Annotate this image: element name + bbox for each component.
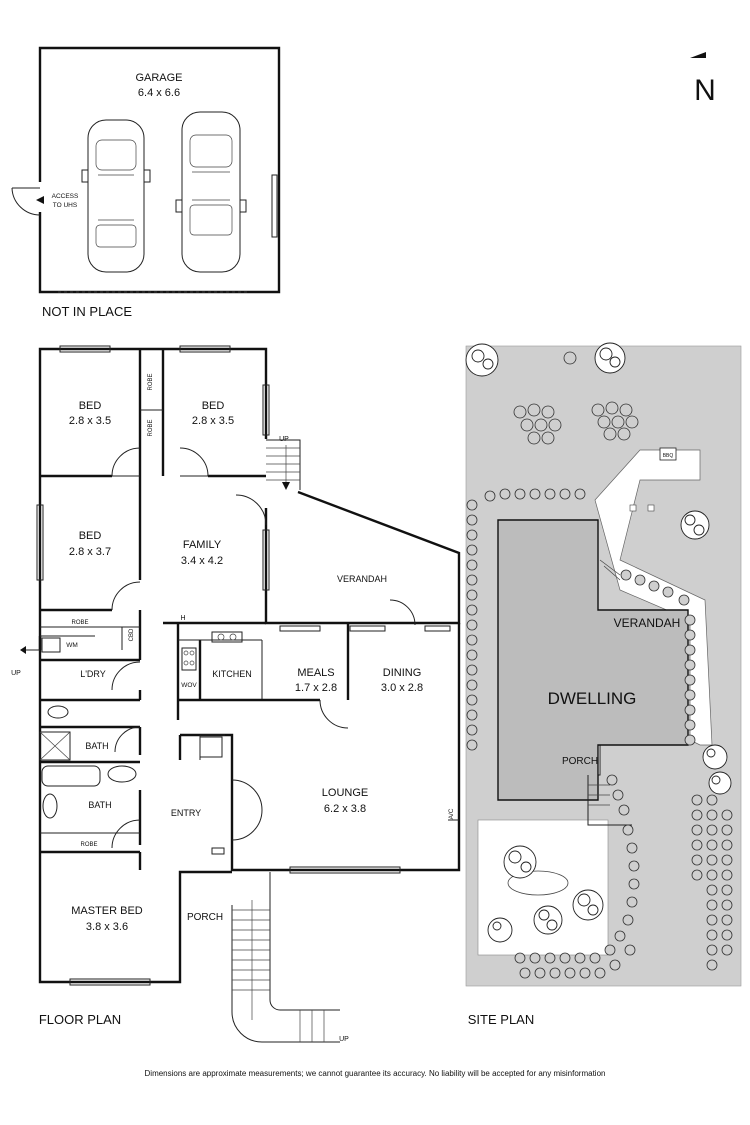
tree-icon — [487, 917, 513, 943]
robe-label: ROBE — [71, 620, 88, 626]
car-icon — [175, 111, 247, 273]
site-plan-trees — [465, 342, 732, 943]
wov-label: WOV — [181, 682, 197, 689]
laundry-name: L'DRY — [80, 669, 106, 679]
tree-icon — [533, 905, 563, 935]
bed3-dims: 2.8 x 3.7 — [69, 546, 111, 558]
bed1-name: BED — [79, 400, 102, 412]
garage-access-line1: ACCESS — [52, 193, 79, 200]
site-plan-title: SITE PLAN — [468, 1012, 534, 1027]
master-name: MASTER BED — [71, 905, 143, 917]
family-dims: 3.4 x 4.2 — [181, 555, 223, 567]
wm-label: WM — [66, 642, 78, 649]
floor-plan-walls — [38, 347, 461, 984]
site-porch-label: PORCH — [562, 756, 598, 767]
car-icon — [81, 119, 151, 273]
ac-label: A/C — [448, 808, 455, 819]
bath2-name: BATH — [88, 800, 111, 810]
kitchen-name: KITCHEN — [212, 669, 252, 679]
bath1-name: BATH — [85, 741, 108, 751]
verandah-name: VERANDAH — [337, 574, 387, 584]
h-label: H — [180, 615, 185, 622]
up-label: UP — [279, 436, 289, 443]
lounge-dims: 6.2 x 3.8 — [324, 803, 366, 815]
tree-icon — [465, 343, 499, 377]
floor-plan-doors — [20, 447, 416, 849]
floor-plan-title: FLOOR PLAN — [39, 1012, 121, 1027]
north-label: N — [694, 74, 716, 107]
bed2-dims: 2.8 x 3.5 — [192, 415, 234, 427]
tree-icon — [594, 342, 626, 374]
porch-name: PORCH — [187, 912, 223, 923]
floor-plan-fixtures — [39, 631, 243, 855]
tree-icon — [572, 889, 604, 921]
tree-icon — [680, 510, 710, 540]
site-bbq-label: BBQ — [663, 453, 674, 459]
dining-name: DINING — [383, 667, 422, 679]
cbd-label: CBD — [129, 628, 135, 641]
up-label: UP — [339, 1036, 349, 1043]
up-label: UP — [11, 670, 21, 677]
dining-dims: 3.0 x 2.8 — [381, 682, 423, 694]
tree-icon — [503, 845, 537, 879]
bed1-dims: 2.8 x 3.5 — [69, 415, 111, 427]
lounge-name: LOUNGE — [322, 787, 368, 799]
site-plan — [465, 345, 742, 987]
garage-name: GARAGE — [135, 72, 182, 84]
site-plan-shrubs — [466, 351, 733, 979]
robe-label: ROBE — [80, 842, 97, 848]
site-verandah-label: VERANDAH — [614, 616, 681, 630]
garage-plan — [11, 46, 281, 294]
floor-plan-stairs — [231, 439, 340, 1043]
bed3-name: BED — [79, 530, 102, 542]
master-dims: 3.8 x 3.6 — [86, 921, 128, 933]
bed2-name: BED — [202, 400, 225, 412]
garage-access-line2: TO UHS — [53, 202, 78, 209]
robe-label: ROBE — [148, 373, 154, 390]
disclaimer-text: Dimensions are approximate measurements;… — [145, 1069, 606, 1078]
floor-plan-labels: BED 2.8 x 3.5 BED 2.8 x 3.5 BED 2.8 x 3.… — [11, 373, 455, 1043]
garage-status: NOT IN PLACE — [42, 304, 132, 319]
entry-name: ENTRY — [171, 808, 201, 818]
meals-name: MEALS — [297, 667, 334, 679]
site-dwelling-label: DWELLING — [548, 689, 637, 708]
robe-label: ROBE — [148, 419, 154, 436]
garage-dims: 6.4 x 6.6 — [138, 87, 180, 99]
meals-dims: 1.7 x 2.8 — [295, 682, 337, 694]
north-arrow-icon — [690, 52, 706, 58]
family-name: FAMILY — [183, 539, 222, 551]
tree-icon — [708, 771, 732, 795]
floor-plan-windows — [36, 345, 451, 986]
tree-icon — [702, 744, 728, 770]
